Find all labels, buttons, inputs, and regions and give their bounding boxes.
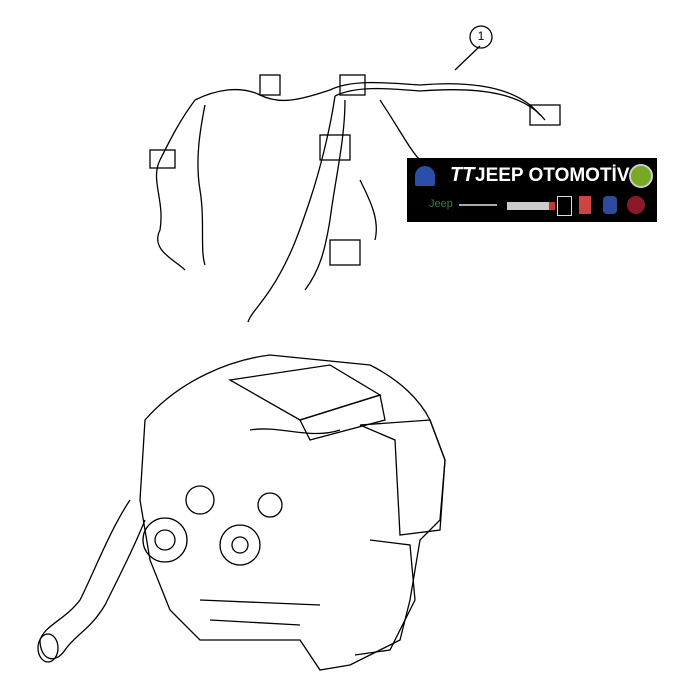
dodge-logo-icon — [507, 202, 555, 210]
dealer-banner: TT JEEP OTOMOTİV Jeep — [407, 158, 657, 222]
alfa-romeo-logo-icon — [629, 164, 653, 188]
fiat-logo-icon — [627, 196, 645, 214]
engine-assembly — [37, 354, 446, 671]
tt-logo: TT — [450, 164, 475, 186]
lancia-logo-icon — [603, 196, 617, 214]
callout-number: 1 — [477, 29, 485, 43]
chrysler-logo-icon — [459, 204, 497, 212]
ram-logo-icon — [557, 196, 572, 216]
mopar-logo-icon — [415, 166, 435, 186]
wiring-harness — [149, 45, 561, 323]
jeep-logo: Jeep — [429, 198, 453, 210]
brand-name: JEEP OTOMOTİV — [475, 165, 630, 186]
callout-circle — [469, 25, 493, 49]
abarth-logo-icon — [579, 196, 591, 214]
